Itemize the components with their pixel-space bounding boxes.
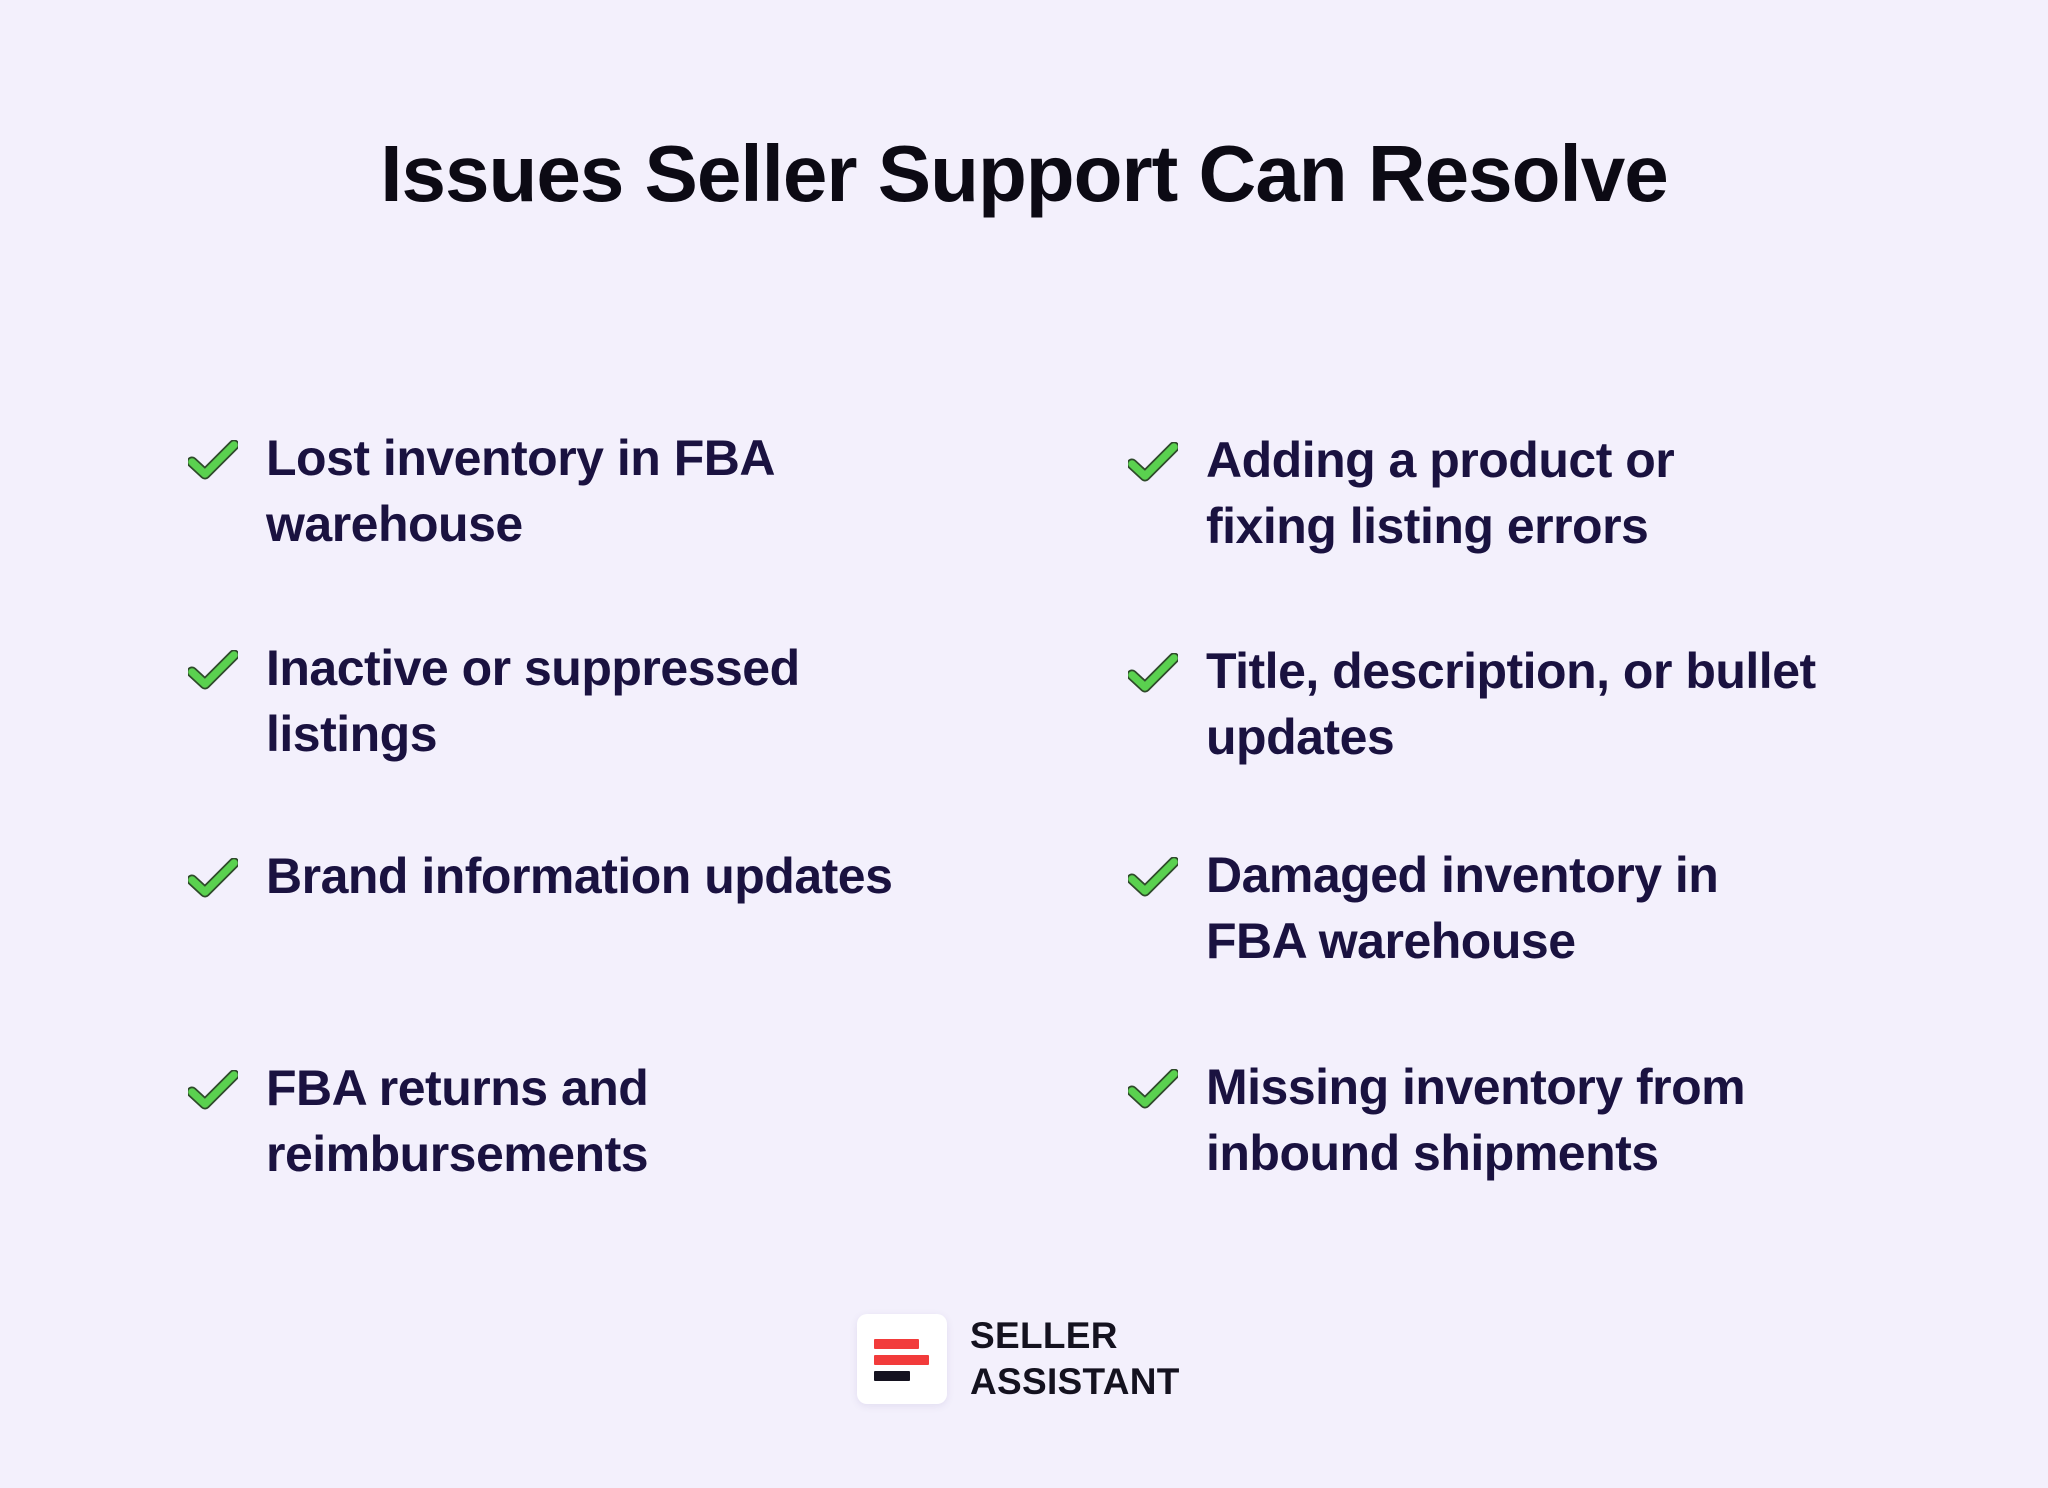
list-item-text: Inactive or suppressed listings	[266, 640, 800, 762]
brand-logo: SELLER ASSISTANT	[857, 1313, 1180, 1405]
checkmark-icon	[188, 440, 238, 480]
list-item-text: Damaged inventory in FBA warehouse	[1206, 847, 1719, 969]
checkmark-icon	[188, 858, 238, 898]
list-item-text: Adding a product or fixing listing error…	[1206, 432, 1675, 554]
list-item-text: Title, description, or bullet updates	[1206, 643, 1816, 765]
seller-assistant-logo-icon	[857, 1314, 947, 1404]
list-item-text: Missing inventory from inbound shipments	[1206, 1059, 1746, 1181]
logo-bar-red-1	[874, 1339, 919, 1349]
list-item-text: Brand information updates	[266, 848, 893, 904]
list-item-text: FBA returns and reimbursements	[266, 1060, 649, 1182]
checkmark-icon	[1128, 1069, 1178, 1109]
brand-name-line1: SELLER	[970, 1315, 1118, 1356]
list-item-text: Lost inventory in FBA warehouse	[266, 430, 775, 552]
checkmark-icon	[1128, 442, 1178, 482]
page-title: Issues Seller Support Can Resolve	[380, 129, 1668, 218]
brand-name-line2: ASSISTANT	[970, 1361, 1180, 1402]
checkmark-icon	[188, 650, 238, 690]
checkmark-icon	[188, 1070, 238, 1110]
checkmark-icon	[1128, 653, 1178, 693]
brand-name: SELLER ASSISTANT	[970, 1313, 1180, 1405]
logo-bar-red-2	[874, 1355, 929, 1365]
checkmark-icon	[1128, 857, 1178, 897]
logo-bar-black	[874, 1371, 910, 1381]
